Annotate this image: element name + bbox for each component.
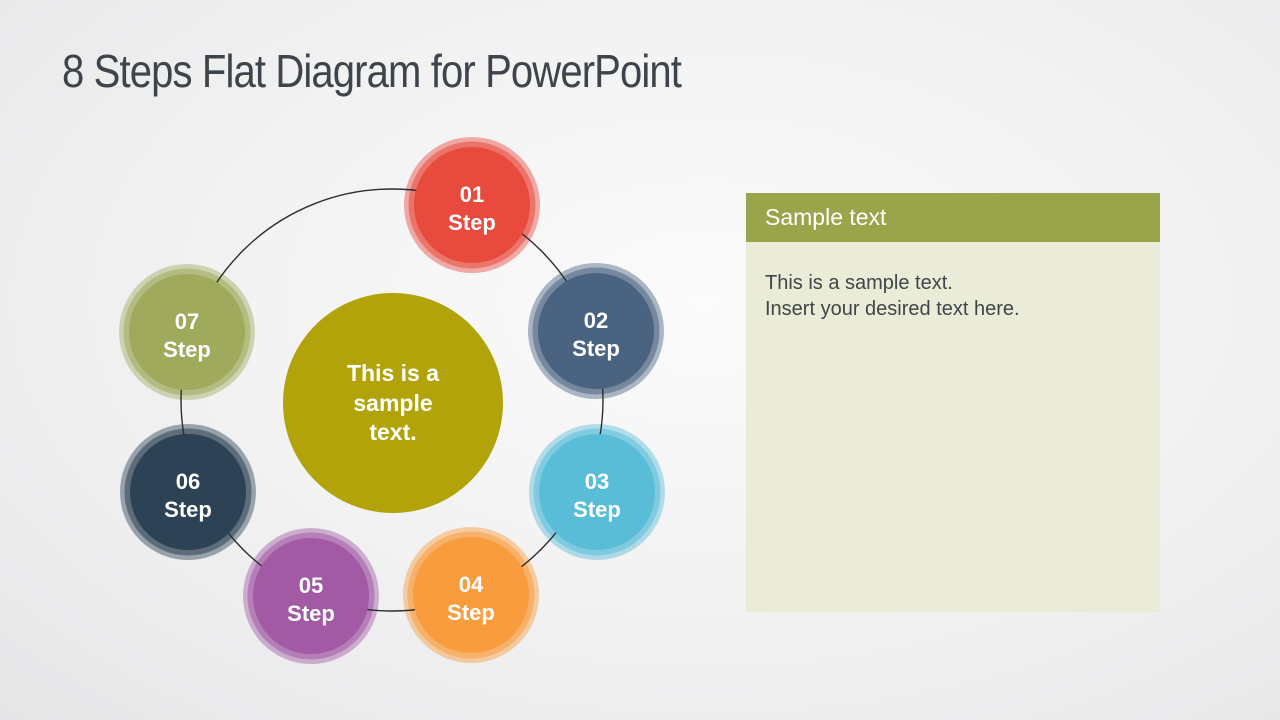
step-04-circle <box>413 537 529 653</box>
step-05-label: Step <box>287 601 335 626</box>
step-02-circle <box>538 273 654 389</box>
step-01-label: Step <box>448 210 496 235</box>
step-06-label: Step <box>164 497 212 522</box>
center-text-line1: This is a <box>347 360 439 386</box>
panel-body-line2: Insert your desired text here. <box>765 298 1020 320</box>
step-02-label: Step <box>572 336 620 361</box>
step-04-number: 04 <box>459 572 484 597</box>
step-05-number: 05 <box>299 573 323 598</box>
step-07-number: 07 <box>175 309 199 334</box>
step-01-number: 01 <box>460 182 484 207</box>
step-06-number: 06 <box>176 469 200 494</box>
step-labels: 01 Step 02 Step 03 Step 04 Step 05 Step … <box>163 182 621 626</box>
step-03-circle <box>539 434 655 550</box>
step-circles <box>129 147 655 654</box>
slide-title: 8 Steps Flat Diagram for PowerPoint <box>62 45 682 97</box>
panel-body: This is a sample text. Insert your desir… <box>746 242 1160 612</box>
step-03-number: 03 <box>585 469 609 494</box>
panel-body-line1: This is a sample text. <box>765 272 953 294</box>
step-05-circle <box>253 538 369 654</box>
step-02-number: 02 <box>584 308 608 333</box>
step-04-label: Step <box>447 600 495 625</box>
step-03-label: Step <box>573 497 621 522</box>
center-circle <box>283 293 503 513</box>
step-01-circle <box>414 147 530 263</box>
step-07-label: Step <box>163 337 211 362</box>
panel-header: Sample text <box>746 193 1160 242</box>
step-07-circle <box>129 274 245 390</box>
center-text-line3: text. <box>369 419 416 445</box>
step-06-circle <box>130 434 246 550</box>
center-text-line2: sample <box>353 390 432 416</box>
sample-text-panel: Sample text This is a sample text. Inser… <box>746 193 1160 612</box>
connector-ring <box>180 188 604 612</box>
